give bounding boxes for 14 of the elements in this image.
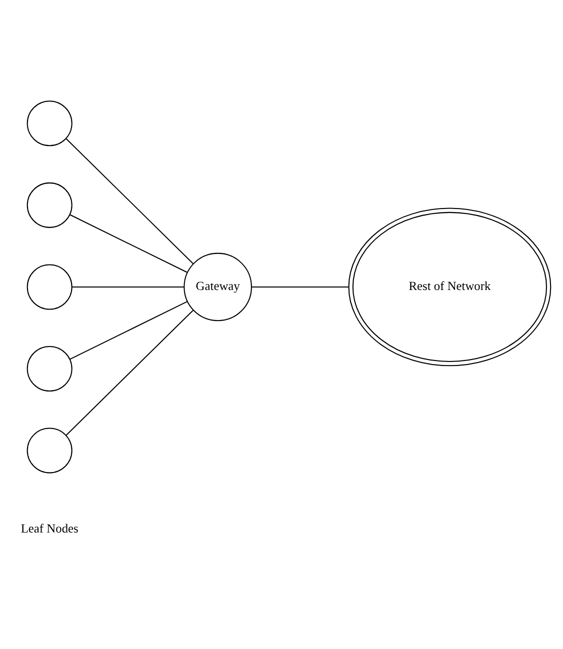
label: Leaf Nodes xyxy=(20,521,78,536)
connector xyxy=(72,286,184,288)
node-circle: Gateway xyxy=(184,252,252,322)
node-circle xyxy=(26,182,72,228)
node-circle xyxy=(26,264,72,310)
connector xyxy=(66,310,194,436)
node-circle xyxy=(26,346,72,392)
node-circle xyxy=(26,428,72,474)
connector xyxy=(252,286,349,288)
connector xyxy=(66,138,194,264)
connector xyxy=(70,214,188,273)
node-ellipse: Rest of Network xyxy=(348,208,552,366)
connector xyxy=(70,301,188,360)
node-circle xyxy=(26,100,72,146)
